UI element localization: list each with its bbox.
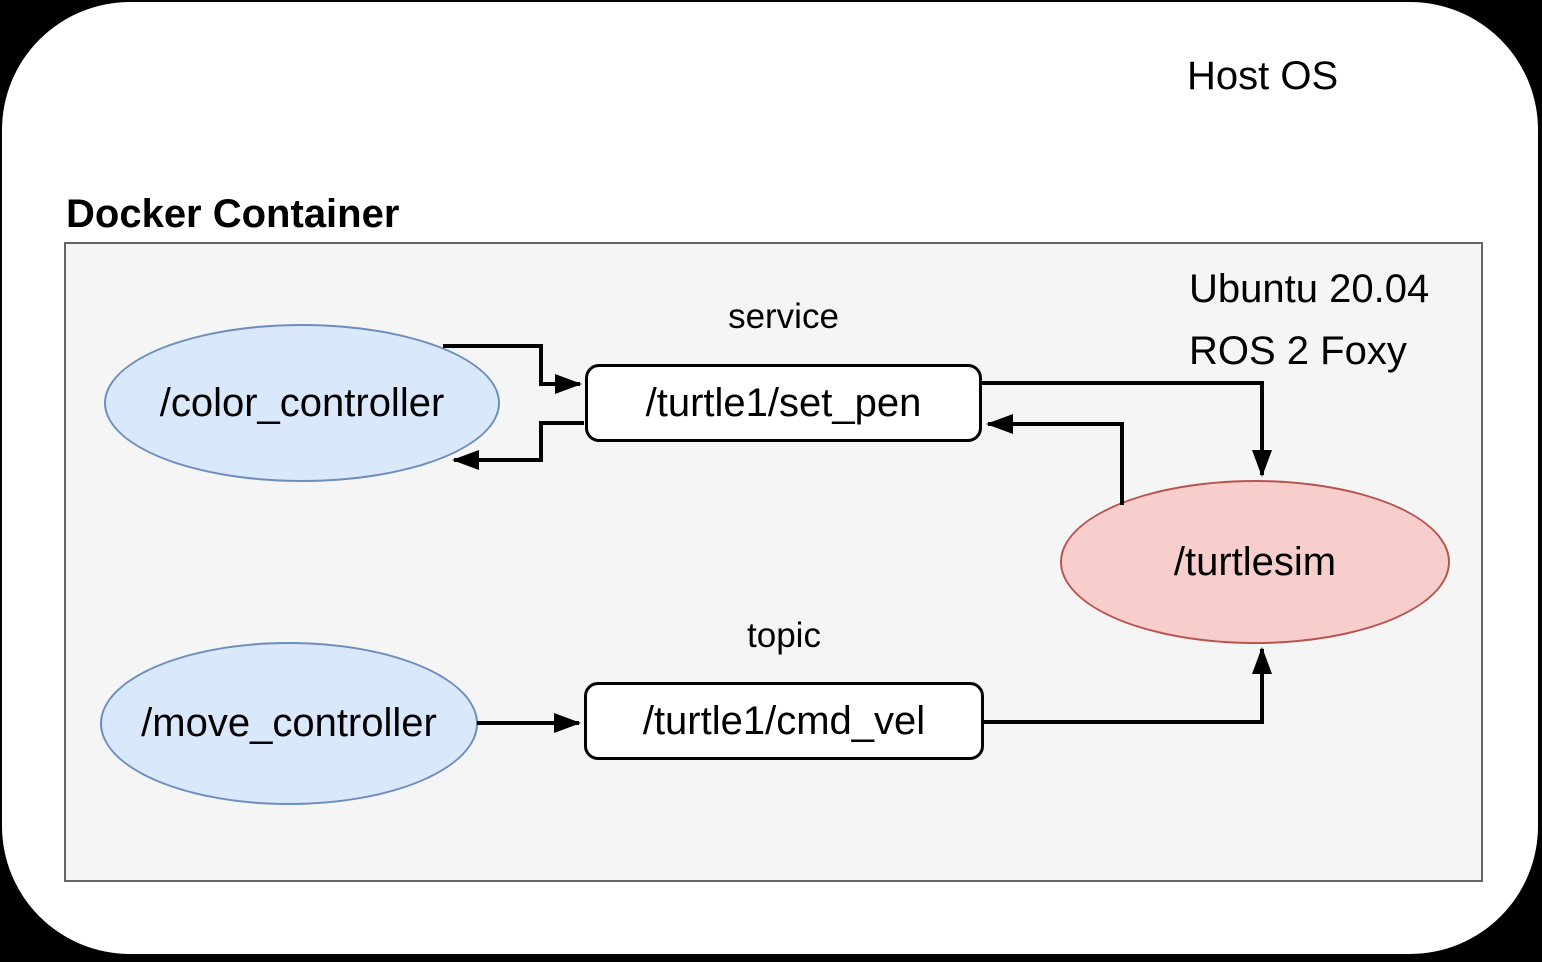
node-move-controller-label: /move_controller [141,701,437,745]
node-color-controller: /color_controller [104,324,500,482]
service-type-label: service [728,297,839,336]
node-move-controller: /move_controller [100,642,478,805]
node-cmd-vel-label: /turtle1/cmd_vel [642,698,926,743]
node-set-pen: /turtle1/set_pen [585,364,982,442]
environment-labels: Ubuntu 20.04 ROS 2 Foxy [1189,258,1429,382]
docker-container-title: Docker Container [66,192,400,236]
node-set-pen-label: /turtle1/set_pen [645,380,922,425]
node-turtlesim: /turtlesim [1060,480,1450,644]
node-turtlesim-label: /turtlesim [1173,539,1337,584]
ubuntu-version-label: Ubuntu 20.04 [1189,267,1430,311]
topic-type-label: topic [747,616,821,655]
ros-version-label: ROS 2 Foxy [1189,329,1407,373]
node-color-controller-label: /color_controller [159,380,445,425]
host-os-label: Host OS [1187,54,1339,98]
node-cmd-vel: /turtle1/cmd_vel [584,682,984,760]
